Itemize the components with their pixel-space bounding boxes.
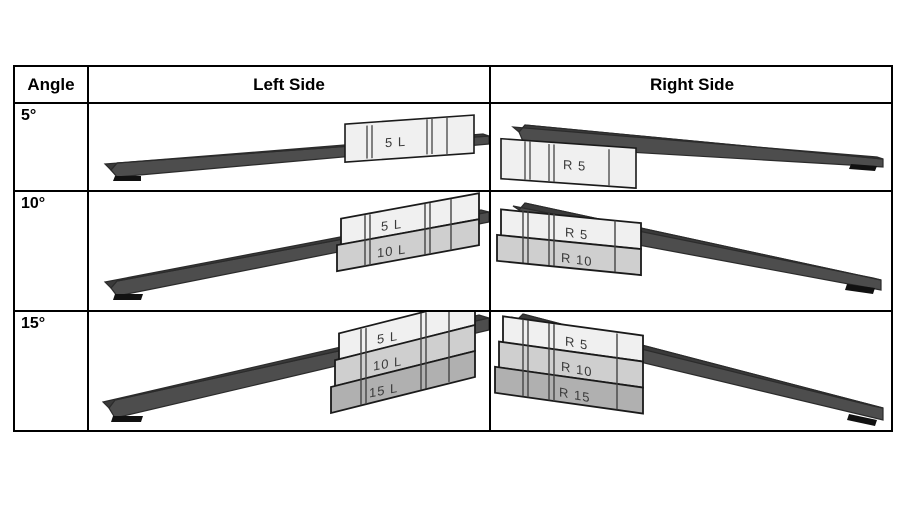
beam-foot-shadow bbox=[847, 414, 877, 426]
angle-wedge-table: Angle Left Side Right Side 5° 10° 15° bbox=[13, 65, 893, 432]
wedge-R10 bbox=[496, 233, 642, 277]
wedge-label: R 5 bbox=[565, 224, 588, 242]
wedge-R15 bbox=[494, 365, 644, 415]
wedge-label: R 15 bbox=[559, 384, 590, 405]
column-divider-angle bbox=[87, 67, 89, 430]
wedge-R5 bbox=[500, 137, 637, 189]
row-divider-5-10 bbox=[15, 190, 891, 192]
wedge-label: 15 L bbox=[369, 380, 398, 401]
header-angle: Angle bbox=[27, 74, 75, 94]
angle-label-15: 15° bbox=[21, 315, 46, 332]
wedge-label: 5 L bbox=[377, 328, 398, 347]
beam-foot-shadow bbox=[113, 176, 141, 181]
angle-label-5: 5° bbox=[21, 107, 37, 124]
wedge-5L bbox=[344, 114, 475, 163]
header-divider bbox=[15, 102, 891, 104]
wedge-label: R 5 bbox=[563, 157, 586, 174]
beam-foot-shadow bbox=[845, 284, 875, 294]
illustration-15deg-left: 5 L 10 L 15 L bbox=[89, 312, 489, 432]
header-right-side: Right Side bbox=[649, 74, 735, 94]
wedge-10L bbox=[336, 218, 480, 273]
beam-foot-shadow bbox=[111, 416, 143, 422]
illustration-10deg-left: 5 L 10 L bbox=[89, 192, 489, 310]
beam-foot-shadow bbox=[849, 164, 877, 171]
illustration-15deg-right: R 5 R 10 R 15 bbox=[491, 312, 893, 432]
header-left-side: Left Side bbox=[253, 74, 325, 94]
angle-label-10: 10° bbox=[21, 195, 46, 212]
wedge-15L bbox=[330, 349, 476, 415]
beam-foot-shadow bbox=[113, 294, 143, 300]
wedge-label: R 5 bbox=[565, 333, 588, 352]
wedge-label: 10 L bbox=[373, 353, 402, 374]
illustration-5deg-left: 5 L bbox=[89, 104, 489, 190]
illustration-5deg-right: R 5 bbox=[491, 104, 893, 190]
wedge-label: 5 L bbox=[385, 134, 406, 150]
column-divider-sides bbox=[489, 67, 491, 430]
illustration-10deg-right: R 5 R 10 bbox=[491, 192, 893, 310]
row-divider-10-15 bbox=[15, 310, 891, 312]
wedge-label: R 10 bbox=[561, 359, 592, 380]
wedge-label: 5 L bbox=[381, 216, 402, 234]
wedge-label: 10 L bbox=[377, 241, 406, 260]
wedge-label: R 10 bbox=[561, 250, 592, 269]
